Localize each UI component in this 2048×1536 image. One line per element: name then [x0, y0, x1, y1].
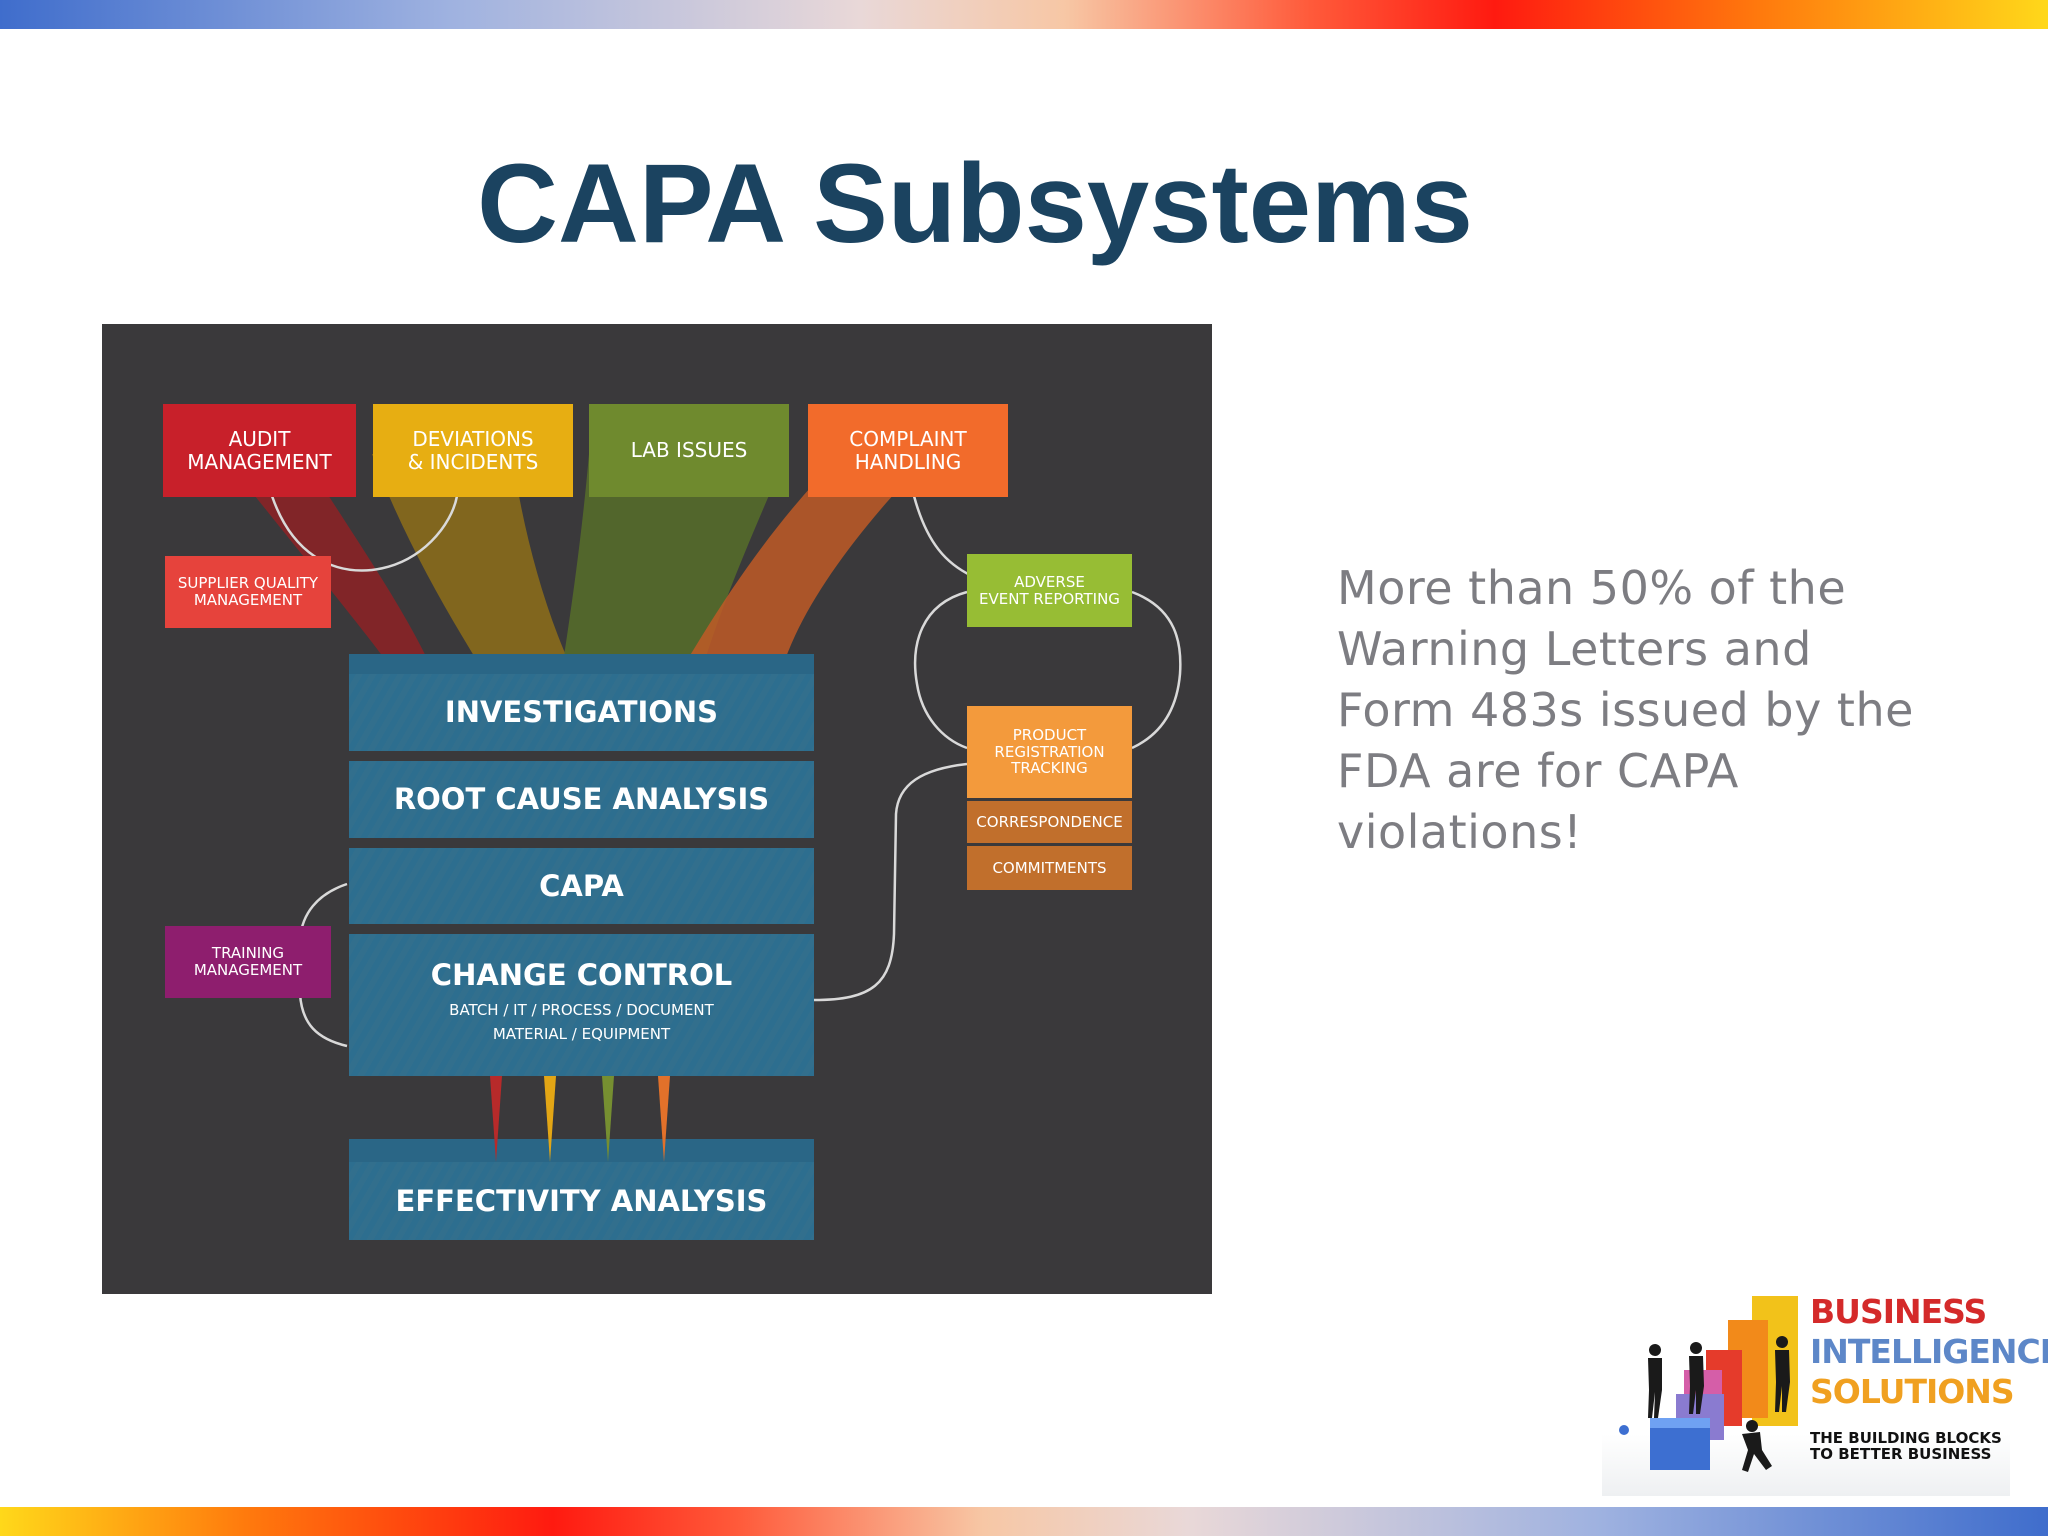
change-control-sub: BATCH / IT / PROCESS / DOCUMENT MATERIAL… — [449, 1001, 714, 1043]
person-head-2 — [1690, 1342, 1702, 1354]
flow-lab — [562, 454, 787, 669]
complaint-handling-box: COMPLAINT HANDLING — [808, 404, 1008, 497]
stack-capa: CAPA — [349, 848, 814, 924]
audit-management-box: AUDIT MANAGEMENT — [163, 404, 356, 497]
bottom-gradient-band — [0, 1507, 2048, 1536]
person-body-2 — [1689, 1356, 1704, 1414]
slide-title: CAPA Subsystems — [477, 141, 1473, 266]
lab-issues-box: LAB ISSUES — [589, 404, 789, 497]
top-gradient-band — [0, 0, 2048, 29]
logo-line-2: INTELLIGENCE — [1810, 1332, 2048, 1371]
root-cause-label: ROOT CAUSE ANALYSIS — [393, 782, 770, 816]
person-body-1 — [1648, 1358, 1662, 1418]
change-control-label: CHANGE CONTROL — [430, 958, 733, 992]
person-body-3 — [1775, 1350, 1790, 1412]
investigations-label: INVESTIGATIONS — [444, 695, 719, 729]
stack-effectivity: EFFECTIVITY ANALYSIS — [349, 1162, 814, 1240]
taper-red — [490, 1076, 502, 1162]
deviations-incidents-box: DEVIATIONS & INCIDENTS — [373, 404, 573, 497]
connector-complaint-adverse — [912, 495, 973, 578]
company-logo: BUSINESS INTELLIGENCE SOLUTIONS THE BUIL… — [1602, 1290, 2048, 1496]
connector-loop-right — [913, 590, 1182, 750]
effectivity-label: EFFECTIVITY ANALYSIS — [395, 1184, 768, 1218]
person-head-1 — [1649, 1344, 1661, 1356]
stack-change-control: CHANGE CONTROL BATCH / IT / PROCESS / DO… — [349, 934, 814, 1076]
person-head-4 — [1746, 1420, 1758, 1432]
person-body-4 — [1742, 1432, 1772, 1472]
flow-deviations — [372, 454, 572, 669]
connector-change-product — [813, 762, 968, 1002]
capa-diagram: AUDIT MANAGEMENT DEVIATIONS & INCIDENTS … — [102, 324, 1212, 1294]
product-registration-box: PRODUCT REGISTRATION TRACKING — [967, 706, 1132, 798]
flow-complaint — [682, 454, 932, 669]
logo-line-3: SOLUTIONS — [1810, 1372, 2015, 1411]
connector-audit-supplier — [270, 495, 459, 572]
taper-green — [602, 1076, 614, 1162]
logo-tagline: THE BUILDING BLOCKS TO BETTER BUSINESS — [1810, 1429, 2002, 1463]
output-cap — [349, 1139, 814, 1165]
capa-label: CAPA — [539, 869, 624, 903]
block-blue-top — [1650, 1418, 1710, 1428]
taper-orange — [658, 1076, 670, 1162]
logo-line-1: BUSINESS — [1810, 1292, 1987, 1331]
small-cube — [1619, 1425, 1629, 1435]
correspondence-box: CORRESPONDENCE — [967, 801, 1132, 843]
stack-root-cause: ROOT CAUSE ANALYSIS — [349, 761, 814, 838]
adverse-event-box: ADVERSE EVENT REPORTING — [967, 554, 1132, 627]
callout-text: More than 50% of the Warning Letters and… — [1337, 561, 1914, 859]
stack-investigations: INVESTIGATIONS — [349, 674, 814, 751]
person-head-3 — [1776, 1336, 1788, 1348]
commitments-box: COMMITMENTS — [967, 846, 1132, 890]
taper-yellow — [544, 1076, 556, 1162]
training-management-box: TRAINING MANAGEMENT — [165, 926, 331, 998]
supplier-quality-box: SUPPLIER QUALITY MANAGEMENT — [165, 556, 331, 628]
building-blocks-icon — [1619, 1296, 1798, 1472]
